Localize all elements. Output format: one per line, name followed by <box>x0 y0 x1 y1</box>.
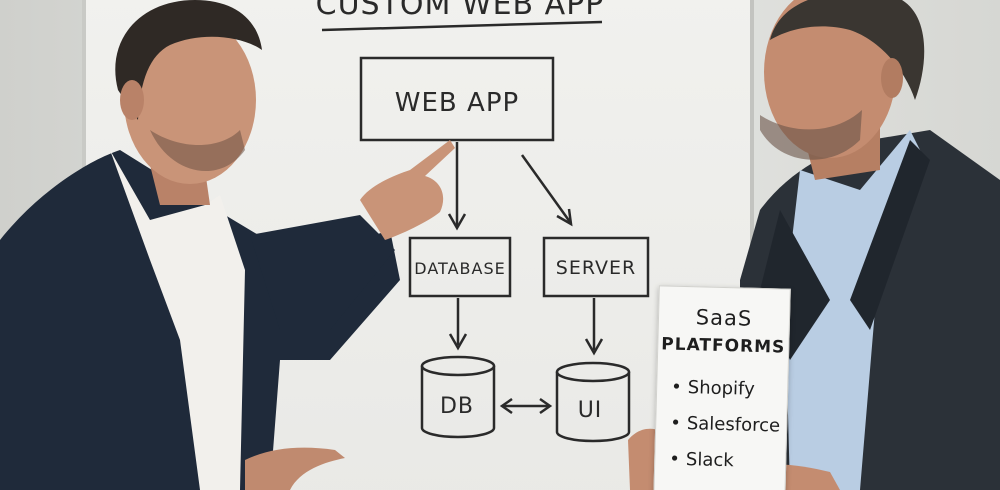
right-man <box>628 0 1000 490</box>
server-box <box>542 236 650 298</box>
sign-item-slack: Slack <box>669 449 734 471</box>
sign-title-line2: PLATFORMS <box>661 334 786 358</box>
sign-title-line1: SaaS <box>695 305 753 331</box>
ui-label: UI <box>578 398 603 423</box>
ui-cylinder <box>555 361 631 443</box>
arrows <box>447 142 604 415</box>
server-label: SERVER <box>556 257 636 279</box>
web-app-label: WEB APP <box>395 88 519 118</box>
database-box <box>408 236 512 298</box>
sign-item-shopify: Shopify <box>671 377 755 400</box>
sign-item-salesforce: Salesforce <box>670 413 781 436</box>
diagram-title: CUSTOM WEB APP <box>316 0 605 22</box>
db-label: DB <box>440 394 474 419</box>
db-cylinder <box>420 355 496 439</box>
left-man <box>0 0 455 490</box>
saas-platforms-sign: SaaS PLATFORMS Shopify Salesforce Slack <box>653 285 791 490</box>
database-label: DATABASE <box>414 259 505 278</box>
web-app-box <box>359 56 555 142</box>
title-underline <box>321 20 603 32</box>
